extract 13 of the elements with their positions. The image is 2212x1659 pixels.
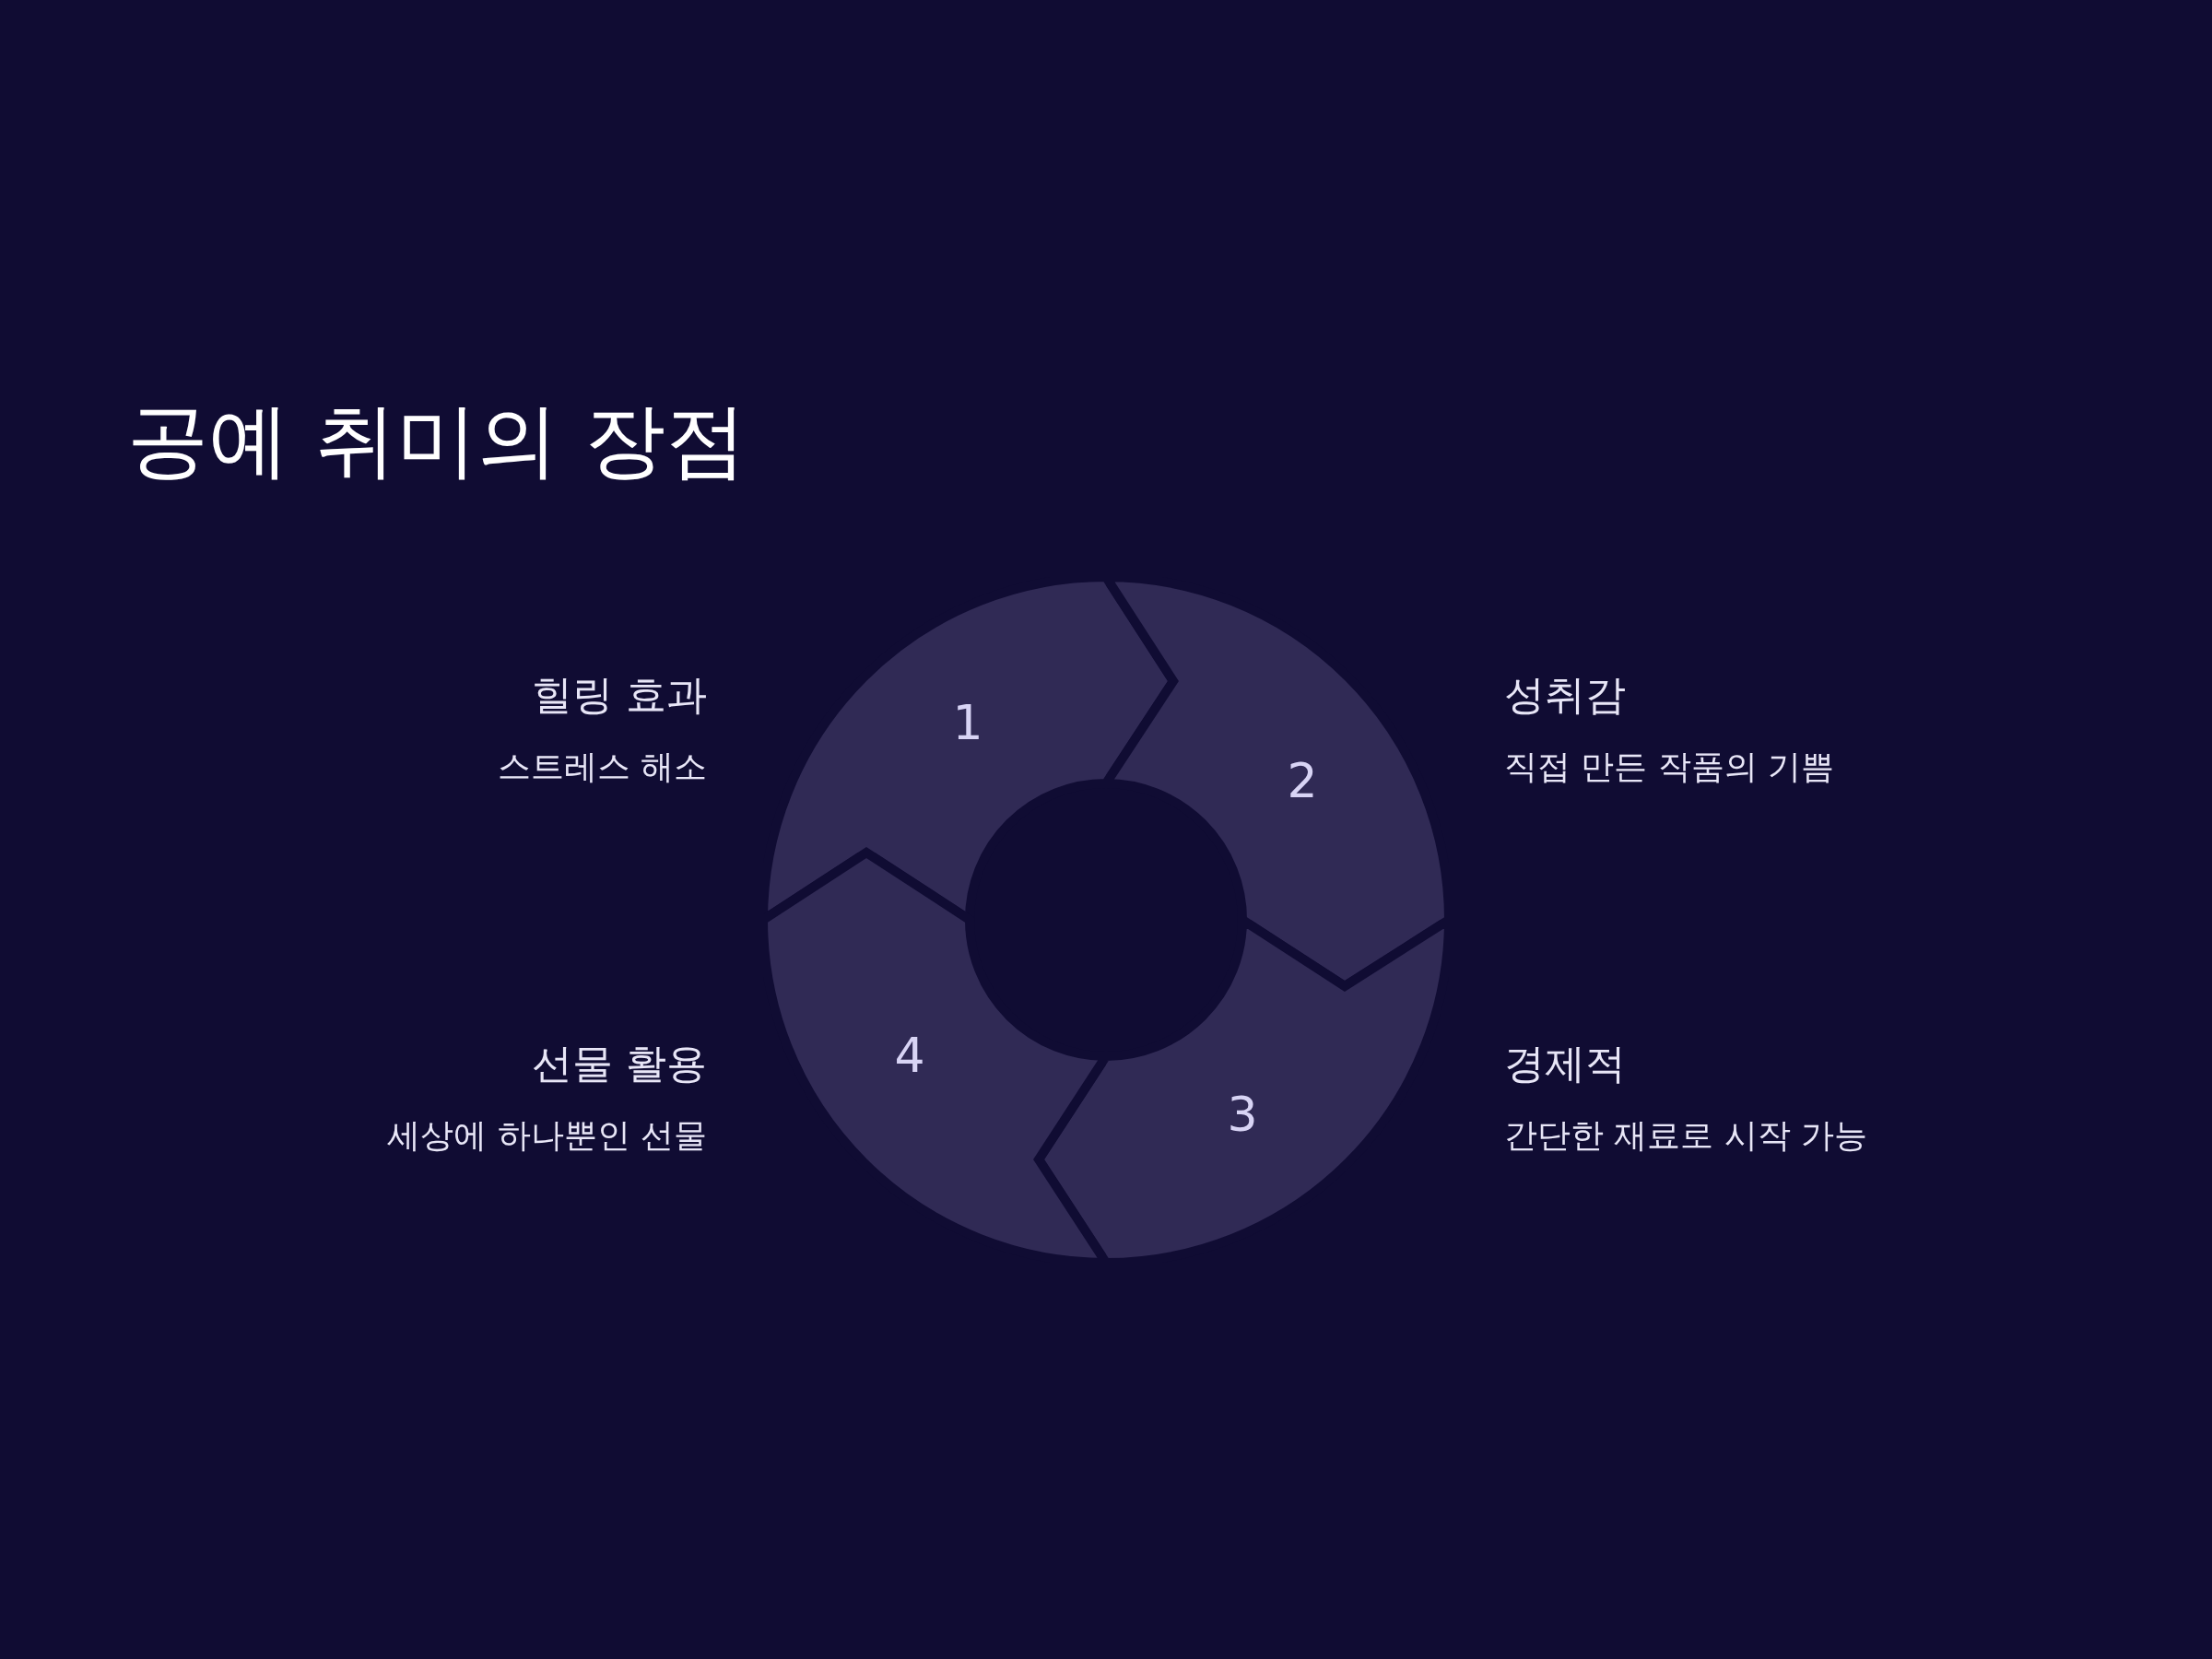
step-number: 1 (952, 699, 983, 747)
feature-heading: 성취감 (1504, 673, 1626, 718)
feature-description: 세상에 하나뿐인 선물 (387, 1117, 707, 1154)
step-number: 2 (1287, 757, 1318, 805)
feature-heading: 선물 활용 (532, 1041, 707, 1087)
title: 공예 취미의 장점 (127, 396, 747, 486)
feature-description: 간단한 재료로 시작 가능 (1504, 1117, 1868, 1154)
step-number: 4 (894, 1031, 925, 1079)
feature-heading: 힐링 효과 (532, 673, 707, 718)
feature-heading: 경제적 (1504, 1041, 1626, 1087)
step-number: 3 (1227, 1090, 1258, 1138)
feature-description: 직접 만든 작품의 기쁨 (1504, 748, 1835, 785)
feature-description: 스트레스 해소 (497, 748, 707, 785)
